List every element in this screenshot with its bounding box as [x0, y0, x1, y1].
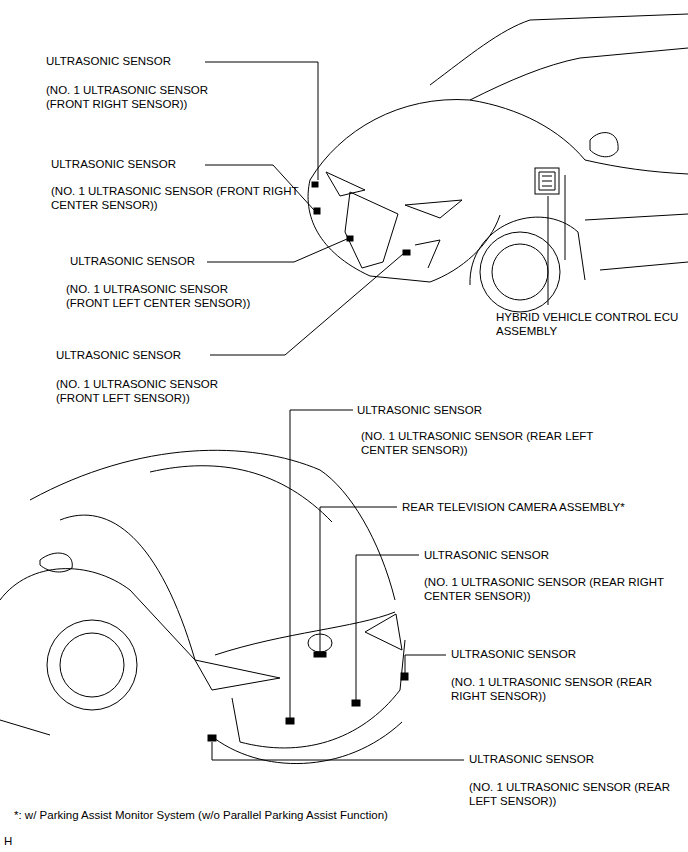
part-label: ULTRASONIC SENSOR: [451, 647, 671, 661]
part-label: (NO. 1 ULTRASONIC SENSOR (FRONT LEFT SEN…: [56, 377, 256, 405]
part-label: (NO. 1 ULTRASONIC SENSOR (REAR RIGHT CEN…: [424, 575, 669, 603]
rear-car: [0, 450, 408, 763]
part-label: ULTRASONIC SENSOR: [51, 157, 291, 171]
part-label: ULTRASONIC SENSOR: [70, 254, 310, 268]
part-label: ULTRASONIC SENSOR: [424, 548, 664, 562]
part-label: REAR TELEVISION CAMERA ASSEMBLY*: [402, 500, 672, 514]
part-label: (NO. 1 ULTRASONIC SENSOR (REAR LEFT CENT…: [361, 429, 601, 457]
part-label: (NO. 1 ULTRASONIC SENSOR (REAR LEFT SENS…: [469, 780, 674, 808]
part-label: ULTRASONIC SENSOR: [357, 403, 597, 417]
part-label: HYBRID VEHICLE CONTROL ECU ASSEMBLY: [496, 310, 681, 338]
footnote: *: w/ Parking Assist Monitor System (w/o…: [14, 808, 674, 822]
part-label: (NO. 1 ULTRASONIC SENSOR (FRONT LEFT CEN…: [66, 282, 271, 310]
part-label: ULTRASONIC SENSOR: [46, 54, 286, 68]
part-label: ULTRASONIC SENSOR: [56, 348, 296, 362]
part-label: (NO. 1 ULTRASONIC SENSOR (FRONT RIGHT SE…: [46, 83, 246, 111]
figure-code: H: [4, 834, 44, 848]
part-label: ULTRASONIC SENSOR: [469, 752, 679, 766]
front-car: [308, 14, 688, 312]
part-label: (NO. 1 ULTRASONIC SENSOR (FRONT RIGHT CE…: [51, 184, 301, 212]
part-label: (NO. 1 ULTRASONIC SENSOR (REAR RIGHT SEN…: [451, 675, 656, 703]
